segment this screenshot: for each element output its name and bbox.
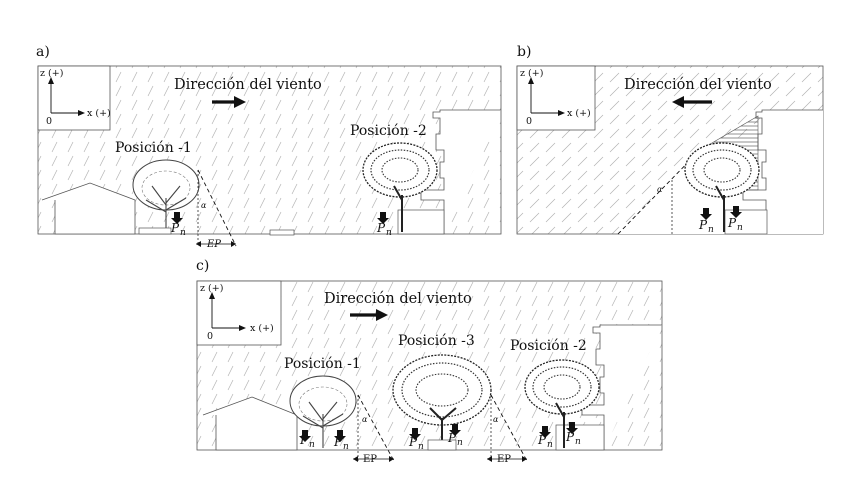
- pressure-marker: P n: [408, 428, 424, 452]
- position-label: Posición -1: [284, 356, 361, 372]
- tree-open: [132, 159, 200, 232]
- pressure-marker: P n: [333, 430, 349, 452]
- axis-inset: [37, 65, 111, 131]
- panel-b: b) z (+) x (+) 0 Dirección del viento: [516, 44, 824, 235]
- wind-direction-text: Dirección del viento: [174, 77, 322, 93]
- svg-text:n: n: [343, 442, 349, 452]
- panel-c: c) z (+) x (+) 0 Dirección del viento Po…: [196, 258, 663, 465]
- svg-text:P: P: [408, 435, 418, 449]
- axis-x-label: x (+): [87, 108, 111, 119]
- ep-label: EP: [497, 454, 511, 465]
- svg-text:P: P: [170, 221, 180, 235]
- alpha-label: α: [657, 185, 663, 194]
- axis-x-label: x (+): [567, 108, 591, 119]
- svg-text:n: n: [547, 440, 553, 450]
- svg-text:P: P: [299, 433, 309, 447]
- position-label: Posición -1: [115, 140, 192, 156]
- position-label: Posición -2: [510, 338, 587, 354]
- svg-text:P: P: [537, 433, 547, 447]
- panel-label: c): [196, 258, 209, 274]
- wind-arrow-right: [212, 96, 246, 108]
- pressure-marker: P n: [537, 426, 553, 450]
- ep-label: EP: [206, 239, 221, 250]
- axis-inset: [516, 65, 596, 131]
- svg-text:P: P: [727, 216, 737, 230]
- position-label: Posición -2: [350, 123, 427, 139]
- svg-text:n: n: [737, 223, 743, 233]
- pressure-marker: P n: [447, 424, 463, 448]
- pressure-marker: P n: [170, 212, 186, 238]
- svg-text:n: n: [708, 225, 714, 235]
- axis-system: z (+) x (+) 0: [520, 68, 591, 127]
- svg-text:n: n: [418, 442, 424, 452]
- pressure-marker: P n: [698, 208, 714, 235]
- svg-text:n: n: [309, 440, 315, 450]
- tree-dense: [392, 354, 492, 440]
- pressure-marker: P n: [565, 422, 581, 447]
- wind-direction-text: Dirección del viento: [324, 291, 472, 307]
- wind-direction-text: Dirección del viento: [624, 77, 772, 93]
- alpha-label: α: [493, 415, 499, 424]
- svg-text:n: n: [180, 228, 186, 238]
- alpha-label: α: [201, 201, 207, 210]
- origin-label: 0: [207, 331, 213, 342]
- pressure-marker: P n: [727, 206, 743, 233]
- ep-dimension: EP: [353, 454, 394, 465]
- axis-z-label: z (+): [520, 68, 543, 79]
- panel-label: a): [36, 44, 50, 60]
- pressure-marker: P n: [299, 430, 315, 450]
- position-label: Posición -3: [398, 333, 475, 349]
- alpha-label: α: [362, 415, 368, 424]
- origin-label: 0: [46, 116, 52, 127]
- tree-dense: [362, 142, 438, 232]
- wind-arrow-left: [672, 96, 712, 108]
- axis-z-label: z (+): [40, 68, 63, 79]
- house: [41, 182, 136, 235]
- ep-label: EP: [363, 454, 377, 465]
- ep-dimension: EP: [487, 454, 527, 465]
- svg-text:P: P: [565, 430, 575, 444]
- svg-text:n: n: [386, 228, 392, 238]
- tree-dense: [524, 359, 600, 448]
- svg-text:P: P: [376, 221, 386, 235]
- house: [202, 396, 298, 451]
- svg-text:n: n: [457, 438, 463, 448]
- svg-text:n: n: [575, 437, 581, 447]
- axis-inset: [196, 280, 282, 346]
- svg-text:P: P: [333, 435, 343, 449]
- axis-system: z (+) x (+) 0: [200, 283, 274, 342]
- pressure-marker: P n: [376, 212, 392, 238]
- panel-a: a) z (+) x (+) 0 Dirección del viento: [36, 44, 502, 250]
- svg-text:P: P: [447, 431, 457, 445]
- panel-label: b): [517, 44, 531, 60]
- axis-system: z (+) x (+) 0: [40, 68, 111, 127]
- svg-text:P: P: [698, 218, 708, 232]
- axis-x-label: x (+): [250, 323, 274, 334]
- tree-open: [289, 375, 357, 448]
- ep-dimension: EP: [196, 239, 236, 250]
- origin-label: 0: [526, 116, 532, 127]
- wind-arrow-right: [350, 309, 388, 321]
- tree-dense: [684, 142, 760, 232]
- axis-z-label: z (+): [200, 283, 223, 294]
